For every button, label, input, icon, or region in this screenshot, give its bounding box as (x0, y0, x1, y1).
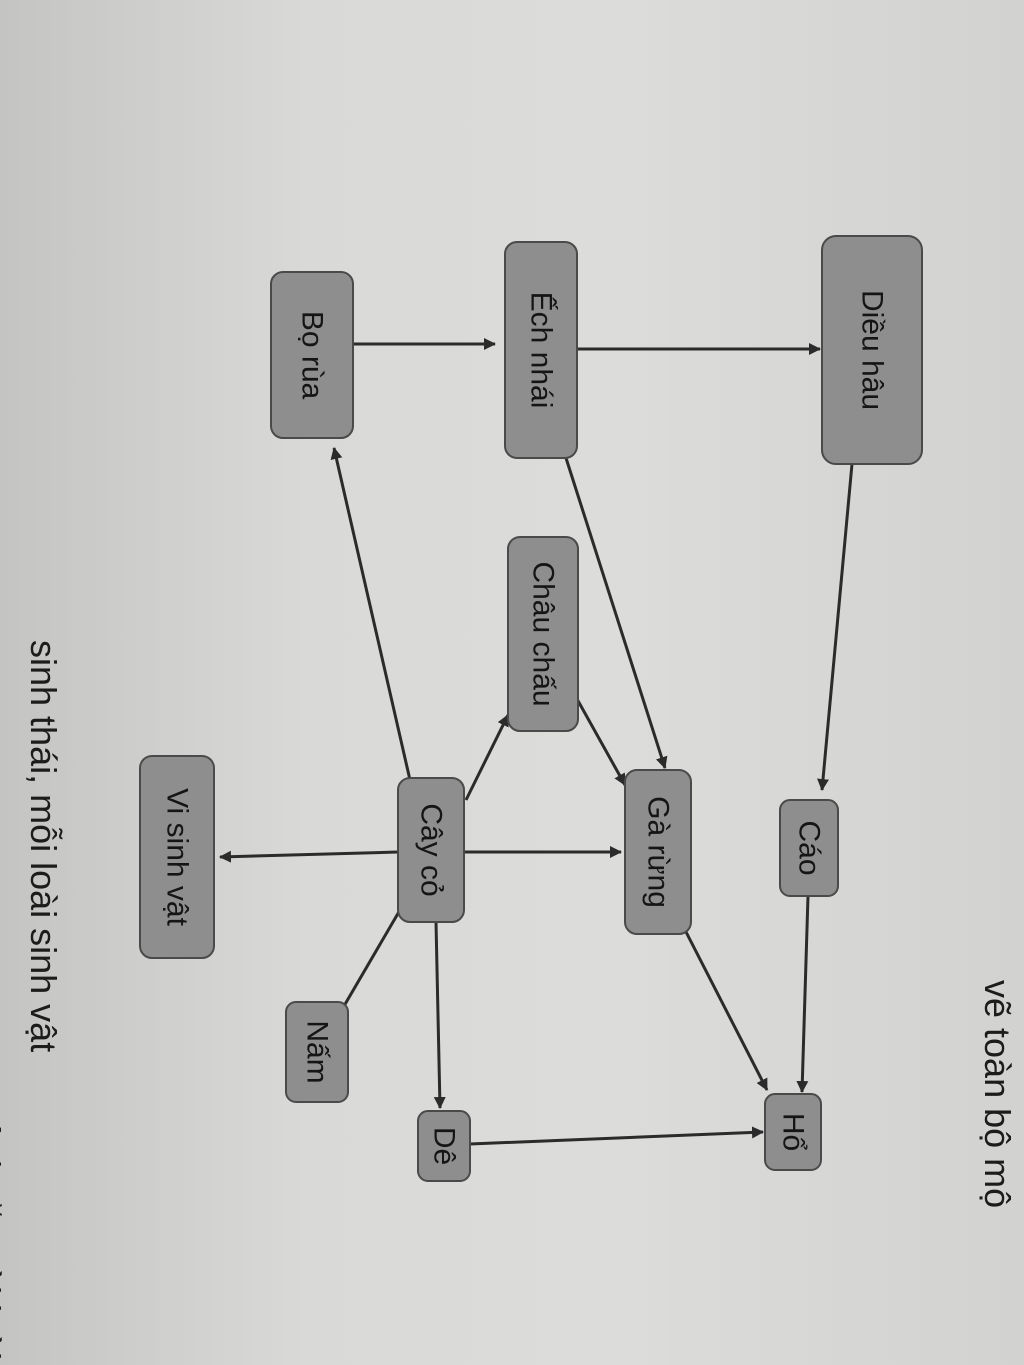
edge-ech-nhai-to-ga-rung (564, 457, 668, 769)
edge-cay-co-to-nam (342, 909, 402, 1007)
node-label: Dê (428, 1127, 461, 1165)
edge-cay-co-to-chau-chau (464, 714, 510, 801)
node-cay-co: Cây cỏ (397, 777, 465, 923)
node-ho: Hổ (764, 1093, 822, 1171)
node-label: Bọ rùa (296, 311, 329, 400)
node-label: Nấm (301, 1020, 334, 1083)
edge-dieu-hau-to-cao (817, 463, 854, 791)
edge-ga-rung-to-ho (682, 927, 769, 1091)
node-dieu-hau: Diều hâu (821, 235, 923, 465)
node-label: Hổ (777, 1113, 810, 1151)
node-vi-sinh-vat: Vi sinh vật (139, 755, 215, 959)
node-label: Diều hâu (856, 290, 889, 410)
node-chau-chau: Châu chấu (507, 536, 579, 732)
edge-cay-co-to-de (433, 921, 446, 1109)
edge-cay-co-to-bo-rua (330, 447, 412, 781)
node-de: Dê (417, 1110, 471, 1182)
node-label: Cây cỏ (415, 803, 448, 896)
edge-layer (219, 338, 854, 1146)
node-cao: Cáo (779, 799, 839, 897)
node-label: Vi sinh vật (161, 788, 194, 927)
node-label: Châu chấu (527, 561, 560, 706)
node-label: Cáo (793, 820, 826, 875)
node-label: Ếch nhái (525, 292, 559, 409)
node-label: Gà rừng (642, 796, 675, 908)
node-ga-rung: Gà rừng (624, 769, 692, 935)
edge-de-to-ho (469, 1126, 764, 1146)
node-nam: Nấm (285, 1001, 349, 1103)
edge-chau-chau-to-ga-rung (570, 689, 627, 786)
edge-cay-co-to-vi-sinh-vat (219, 850, 399, 863)
node-bo-rua: Bọ rùa (270, 271, 354, 439)
node-ech-nhai: Ếch nhái (504, 241, 578, 459)
edge-cao-to-ho (796, 895, 810, 1093)
